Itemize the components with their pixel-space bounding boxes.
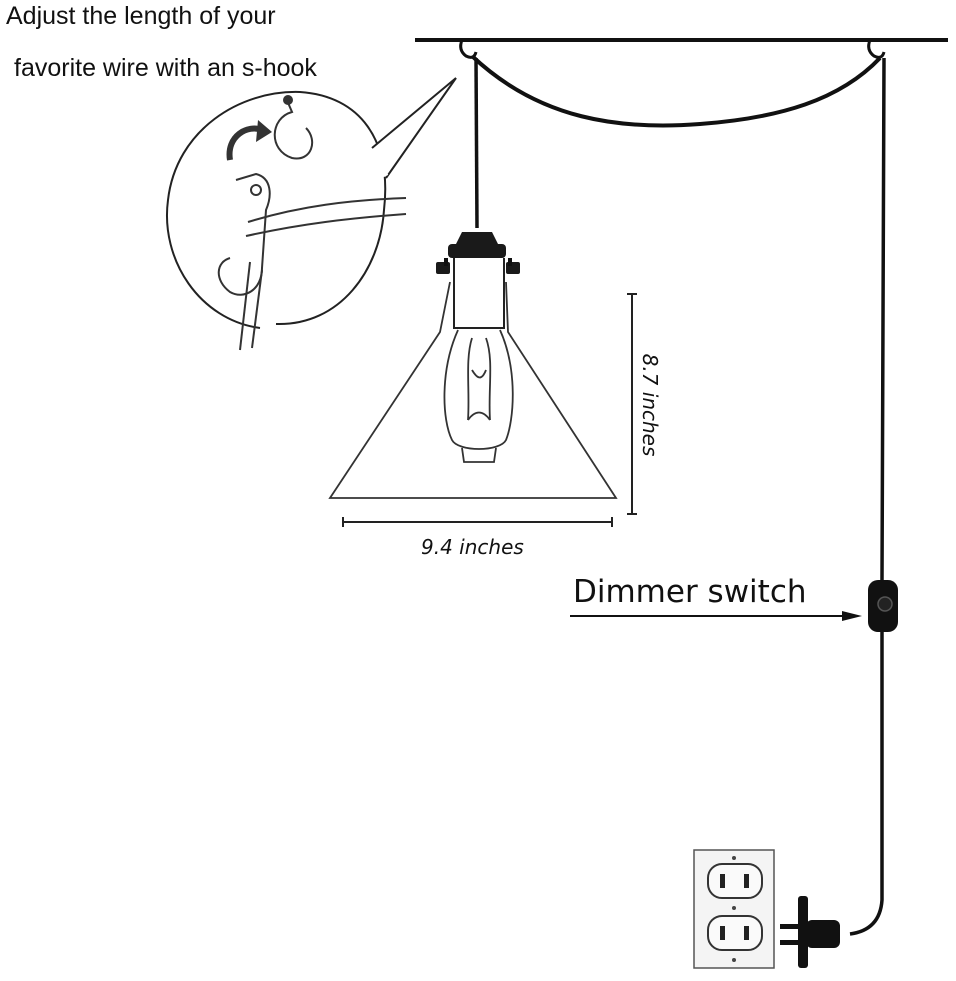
lamp-socket — [436, 232, 520, 274]
wall-cord — [849, 57, 886, 936]
width-dimension-label: 9.4 inches — [421, 535, 524, 559]
wall-outlet-icon — [693, 849, 775, 969]
caption-line-2: favorite wire with an s-hook — [14, 54, 317, 82]
dimmer-switch — [868, 580, 898, 632]
hook-bracket — [217, 172, 407, 351]
ceiling-hook-right — [867, 39, 886, 59]
lamp-socket-body — [453, 258, 505, 329]
ceiling-hook-left — [459, 39, 478, 59]
swag-cord — [470, 54, 882, 128]
curved-arrow-icon — [226, 120, 272, 161]
dimmer-pointer-arrow — [570, 611, 862, 621]
lamp-cord — [474, 57, 479, 229]
edison-bulb — [443, 329, 514, 463]
plug-icon — [780, 896, 840, 968]
s-hook-icon — [273, 95, 314, 160]
hook-detail-callout — [166, 77, 457, 329]
dimmer-switch-label: Dimmer switch — [573, 574, 807, 610]
lamp-shade — [328, 281, 618, 499]
height-dimension-label: 8.7 inches — [638, 353, 662, 457]
width-dimension — [342, 517, 613, 527]
height-dimension — [627, 293, 637, 515]
caption-line-1: Adjust the length of your — [6, 2, 276, 30]
